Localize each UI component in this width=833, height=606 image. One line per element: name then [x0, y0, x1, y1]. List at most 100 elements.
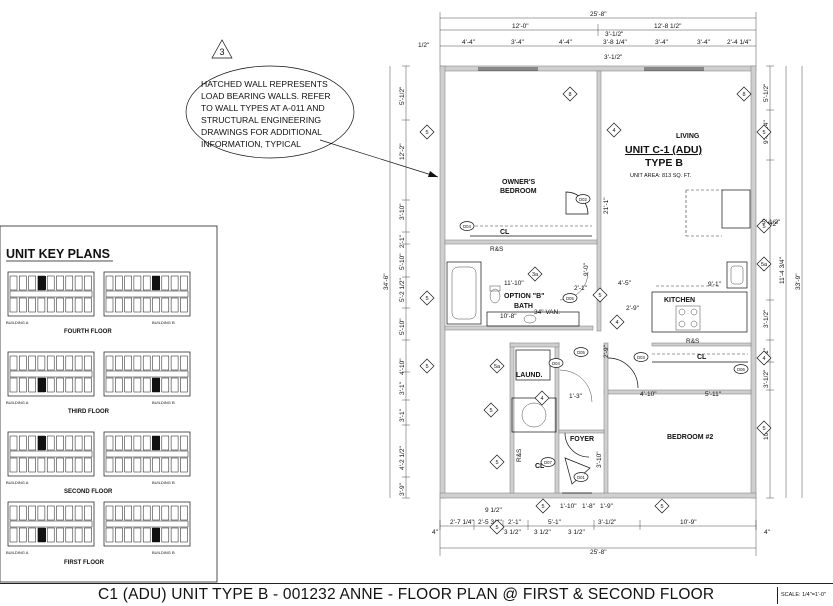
wall-type-tag-label: 4 [612, 128, 615, 134]
door-tag-label: D04 [552, 361, 560, 366]
dim-int-16: 9'-1" [708, 281, 722, 288]
wall-type-tag-label: 5 [495, 525, 498, 531]
wall-type-tag-label: 5 [762, 426, 765, 432]
wall-type-tag: 5a [489, 358, 505, 374]
room-kitchen: KITCHEN [664, 297, 695, 304]
dim-top-seg-5: 3'-8 1/4" [603, 39, 627, 46]
key-plan-building-label: BUILDING B [152, 480, 175, 485]
rs-foyer: R&S [516, 448, 523, 462]
door-tag-label: D05 [566, 296, 574, 301]
wall-type-tag-label: 5 [660, 504, 663, 510]
room-option-bath-line1: OPTION "B" [504, 293, 544, 300]
dim-overall-width-bottom: 25'-8" [590, 549, 607, 556]
wall-type-tag-label: 5 [489, 408, 492, 414]
door-tag: D05 [573, 347, 589, 357]
door-tag-label: D06 [737, 367, 745, 372]
key-plan-thumbnail: BUILDING A [6, 501, 95, 555]
walls [439, 65, 757, 499]
wall-type-tag: 5 [419, 358, 435, 374]
dim-int-13: 3'-10" [596, 451, 603, 468]
dim-left-overall: 34'-6" [383, 273, 390, 290]
wall-type-tag: 5 [489, 519, 505, 535]
dim-bottom-small: 3 1/2" [568, 529, 585, 536]
closet-bedroom: CL [500, 229, 510, 236]
dim-int-15: 10'-8" [500, 313, 517, 320]
room-bedroom-2: BEDROOM #2 [667, 434, 713, 441]
wall-type-tag: 4 [606, 122, 622, 138]
unit-name: UNIT C-1 (ADU) [625, 144, 702, 156]
title-block: C1 (ADU) UNIT TYPE B - 001232 ANNE - FLO… [0, 583, 833, 606]
room-foyer: FOYER [570, 436, 594, 443]
dim-left-seg: 5'-10" [399, 318, 406, 335]
door-tag: D01 [573, 472, 589, 482]
dim-bottom-seg: 3'-1/2" [598, 519, 617, 526]
key-plan-building-label: BUILDING A [6, 400, 29, 405]
door-tag-label: D01 [577, 475, 585, 480]
dim-left-seg: 3'-1" [399, 408, 406, 422]
dim-int-7: 2'-9" [603, 344, 610, 358]
dim-int-18: 5'-1/2" [762, 219, 781, 226]
dim-int-6: 9'-0" [583, 262, 590, 276]
dim-int-17: 2'-1" [574, 285, 588, 292]
wall-type-tag: 4 [756, 350, 772, 366]
dim-left-seg: 4'-2 1/2" [399, 446, 406, 470]
dim-right-overall: 33'-9" [795, 273, 802, 290]
dim-int-2: 2'-9" [626, 305, 640, 312]
wall-type-tag: 4 [609, 314, 625, 330]
scale-note: SCALE: 1/4"=1'-0" [777, 587, 831, 604]
wall-type-tag-label: 5 [425, 130, 428, 136]
wall-type-tag-label: 8 [568, 92, 571, 98]
dim-left-seg: 12'-2" [399, 143, 406, 160]
dim-left-seg: 3'-10" [399, 203, 406, 220]
door-tag: D07 [540, 457, 556, 467]
room-labels: LIVING UNIT C-1 (ADU) TYPE B UNIT AREA: … [490, 133, 713, 470]
key-plan-building-label: BUILDING B [152, 550, 175, 555]
dim-top-seg-4: 3'-1/2" [605, 31, 624, 38]
wall-type-tag: 5 [483, 402, 499, 418]
dim-bottom-small: 4" [432, 529, 439, 536]
dim-int-3: 4'-10" [640, 391, 657, 398]
door-tag-label: D04 [463, 224, 471, 229]
door-tag: D05 [562, 293, 578, 303]
room-option-bath-line2: BATH [514, 303, 533, 310]
note-tag-number: 3 [219, 47, 224, 57]
wall-type-tag-label: 5a [761, 262, 768, 268]
dim-top-seg-8: 2'-4 1/4" [727, 39, 751, 46]
dim-bottom-seg: 2'-5 3/4" [478, 519, 502, 526]
note-callout: 3 HATCHED WALL REPRESENTS LOAD BEARING W… [185, 39, 439, 178]
dim-top-seg-3: 4'-4" [559, 39, 573, 46]
wall-type-tag: 5a [756, 256, 772, 272]
dimension-lines: 25'-8" 12'-0" 12'-8 1/2" 4'-4" 3'-4" 4'-… [383, 11, 803, 556]
wall-type-tag-label: 5 [425, 364, 428, 370]
dim-left-seg: 2'-1" [399, 234, 406, 248]
wall-type-tag: 3a [527, 266, 543, 282]
key-plan-building-label: BUILDING A [6, 550, 29, 555]
key-plans-title: UNIT KEY PLANS [6, 247, 110, 261]
key-plan-thumbnail: BUILDING A [6, 431, 95, 485]
dim-bottom-small: 4" [764, 529, 771, 536]
dim-top-half: 1/2" [418, 42, 430, 49]
dim-int-1: 4'-5" [618, 280, 632, 287]
room-living: LIVING [676, 133, 700, 140]
dim-left-seg: 5'-1/2" [399, 86, 406, 105]
wall-type-tag-label: 5 [598, 293, 601, 299]
unit-type: TYPE B [645, 157, 683, 169]
key-plan-building-label: BUILDING B [152, 400, 175, 405]
key-plan-thumbnail: BUILDING B [103, 271, 191, 325]
dim-right-seg: 3'-1/2" [763, 309, 770, 328]
vanity-label: 34" VAN. [534, 309, 560, 316]
wall-type-tag: 5 [756, 420, 772, 436]
door-tag-label: D05 [577, 350, 585, 355]
dim-overall-width-top: 25'-8" [590, 11, 607, 18]
dim-left-seg: 3'-1" [399, 381, 406, 395]
wall-type-tag: 5 [419, 124, 435, 140]
interior-dimensions: 4'-5" 2'-9" 4'-10" 5'-11" 21'-1" 9'-0" 2… [485, 197, 781, 514]
key-floor-label-4: FOURTH FLOOR [64, 329, 112, 335]
dim-top-left: 12'-0" [512, 23, 529, 30]
dim-top-seg-6: 3'-4" [655, 39, 669, 46]
door-tag: D06 [733, 364, 749, 374]
wall-type-tag-label: 3a [532, 272, 539, 278]
closet-bedroom-2: CL [697, 354, 707, 361]
dim-top-right: 12'-8 1/2" [654, 23, 682, 30]
